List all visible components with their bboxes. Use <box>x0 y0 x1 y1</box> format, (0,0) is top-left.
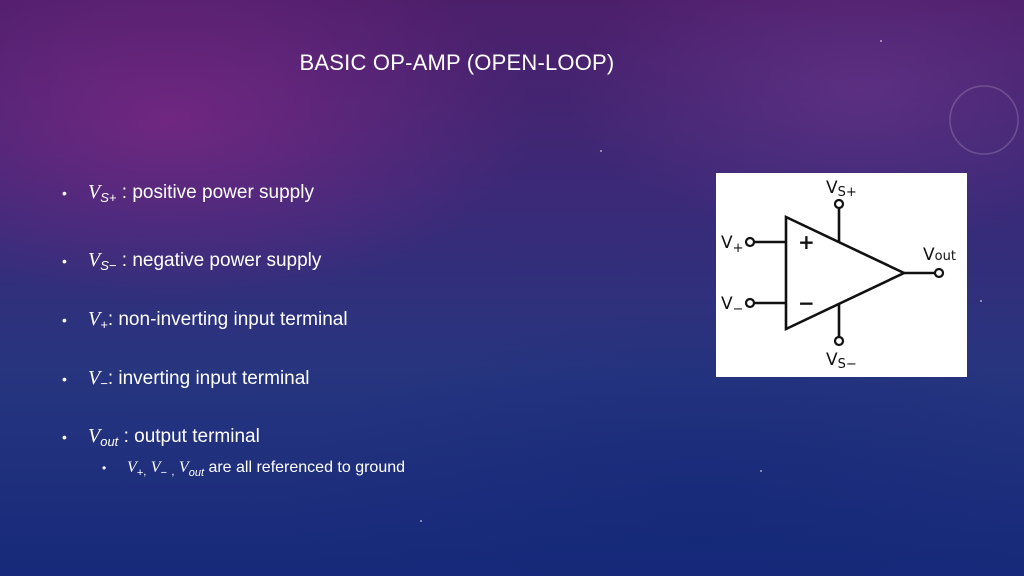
input-negative-terminal <box>744 297 756 309</box>
symbol-subscript: out <box>188 467 204 479</box>
symbol-v: V <box>88 249 101 271</box>
symbol-subscript: − <box>100 376 108 391</box>
bullet-dot: • <box>62 185 67 201</box>
symbol-subscript: − <box>160 467 167 479</box>
op-amp-triangle <box>784 214 908 332</box>
plus-sign: + <box>798 230 815 254</box>
symbol-v: V <box>88 308 101 330</box>
slide-title: BASIC OP-AMP (OPEN-LOOP) <box>299 50 615 75</box>
background-star <box>980 300 982 302</box>
bullet-text: : non-inverting input terminal <box>107 309 348 330</box>
op-amp-diagram: + − VS+ VS− V+ V− Vout <box>716 173 967 377</box>
bullet-text: : negative power supply <box>116 250 322 271</box>
symbol-v: V <box>150 459 161 476</box>
symbol-v: V <box>88 425 101 447</box>
bullet-item: • VS− : negative power supply <box>62 249 321 273</box>
bullet-text: are all referenced to ground <box>204 459 406 476</box>
symbol-v: V <box>88 181 101 203</box>
symbol-v: V <box>178 459 189 476</box>
symbol-v: V <box>88 367 101 389</box>
sub-bullet-item: •V+, V− , Vout are all referenced to gro… <box>102 459 405 479</box>
bullet-dot: • <box>62 312 67 328</box>
bullet-dot: • <box>62 253 67 269</box>
output-terminal <box>933 267 945 279</box>
symbol-subscript: + <box>100 317 108 332</box>
symbol-v: V <box>127 459 137 476</box>
bullet-text: : positive power supply <box>116 182 314 203</box>
bullet-text: : output terminal <box>118 426 260 447</box>
bullet-item: • V−: inverting input terminal <box>62 367 310 391</box>
bullet-dot: • <box>102 461 107 475</box>
label-vs-minus: VS− <box>826 350 857 372</box>
label-v-minus: V− <box>721 294 744 317</box>
symbol-subscript: S− <box>100 258 117 273</box>
separator: , <box>171 466 175 478</box>
bullet-item: • V+: non-inverting input terminal <box>62 308 348 332</box>
bullet-dot: • <box>62 371 67 387</box>
label-vs-plus: VS+ <box>826 178 857 200</box>
minus-sign: − <box>798 291 815 315</box>
op-amp-symbol: + − VS+ VS− V+ V− Vout <box>721 178 956 372</box>
bullet-text: : inverting input terminal <box>107 368 310 389</box>
symbol-subscript: + <box>136 467 144 479</box>
background-star <box>880 40 882 42</box>
label-v-out: Vout <box>923 245 956 265</box>
separator: , <box>143 466 147 478</box>
input-positive-terminal <box>744 236 756 248</box>
background-star <box>420 520 422 522</box>
supply-negative-terminal <box>833 335 845 347</box>
bullet-item: • Vout : output terminal <box>62 425 260 449</box>
background-star <box>600 150 602 152</box>
symbol-subscript: out <box>100 434 119 449</box>
supply-positive-terminal <box>833 198 845 210</box>
bullet-item: • VS+ : positive power supply <box>62 181 314 205</box>
symbol-subscript: S+ <box>100 190 117 205</box>
decorative-circle <box>949 85 1019 155</box>
bullet-dot: • <box>62 429 67 445</box>
background-star <box>760 470 762 472</box>
label-v-plus: V+ <box>721 233 744 256</box>
